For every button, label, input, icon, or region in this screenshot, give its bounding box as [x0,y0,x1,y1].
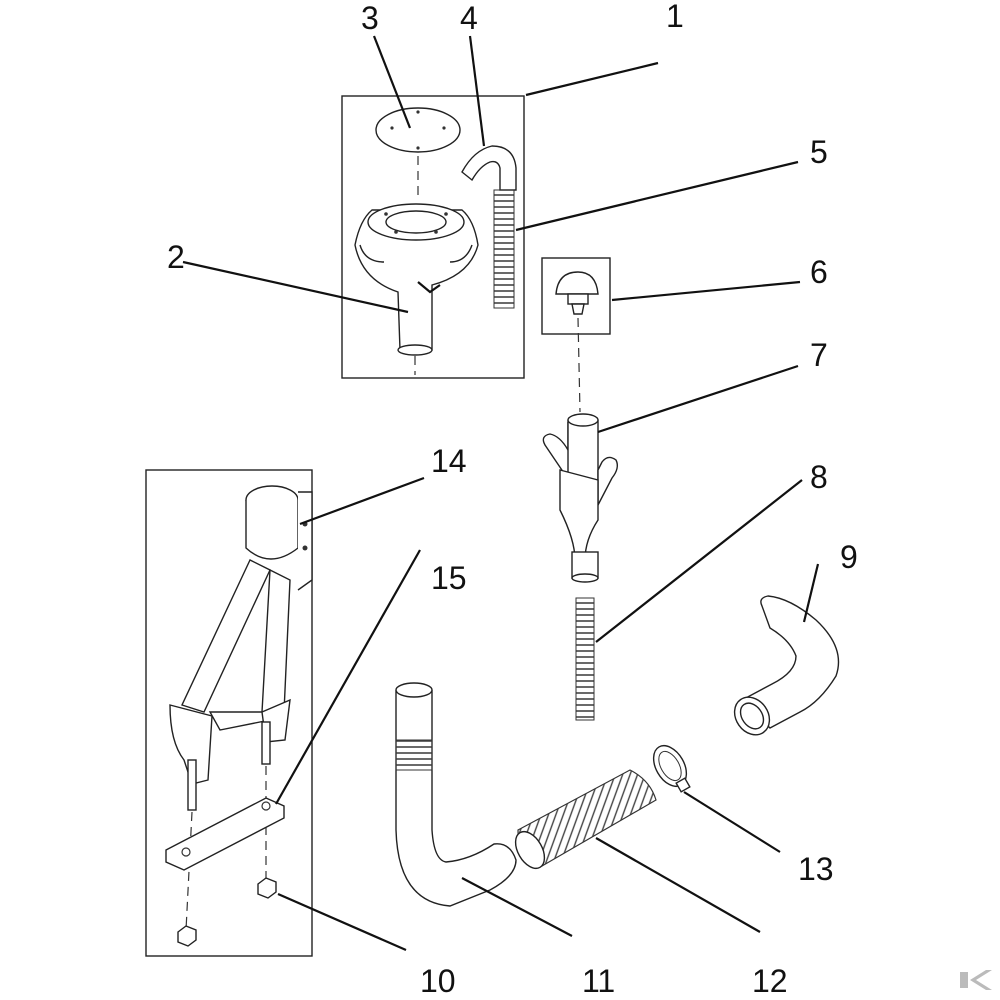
part-9-bent-hose [733,595,840,736]
leader-lines [182,35,820,952]
part-4-hooked-pipe [461,145,517,191]
callout-6: 6 [810,254,828,290]
callout-3: 3 [361,0,379,36]
part-11-l-pipe [395,682,517,907]
part-10-nut-upper [257,877,277,899]
part-12-corrugated-hose [514,769,657,870]
part-2-funnel-housing [354,203,479,356]
part-3-gasket [375,107,461,153]
part-13-hose-clamp [652,745,691,793]
callout-7: 7 [810,337,828,373]
callout-15: 15 [431,560,467,596]
part-6-valve-box [541,257,611,335]
part-8-spring-rod [575,597,595,721]
callout-2: 2 [167,239,185,275]
callout-11: 11 [582,963,615,999]
callout-1: 1 [666,0,684,34]
part-15-flat-plate [165,797,285,871]
assembly-box-14 [145,469,313,957]
callout-5: 5 [810,134,828,170]
callout-4: 4 [460,0,478,36]
part-14-bracket [169,485,313,811]
k-logo-icon [960,970,992,990]
callout-12: 12 [752,963,788,999]
part-10-nut-lower [177,925,197,947]
callout-13: 13 [798,851,834,887]
assembly-box-1 [341,95,525,379]
part-5-spring [493,189,515,309]
part-7-manifold [542,413,619,583]
callout-9: 9 [840,539,858,575]
callout-10: 10 [420,963,456,999]
callout-8: 8 [810,459,828,495]
callout-14: 14 [431,443,467,479]
